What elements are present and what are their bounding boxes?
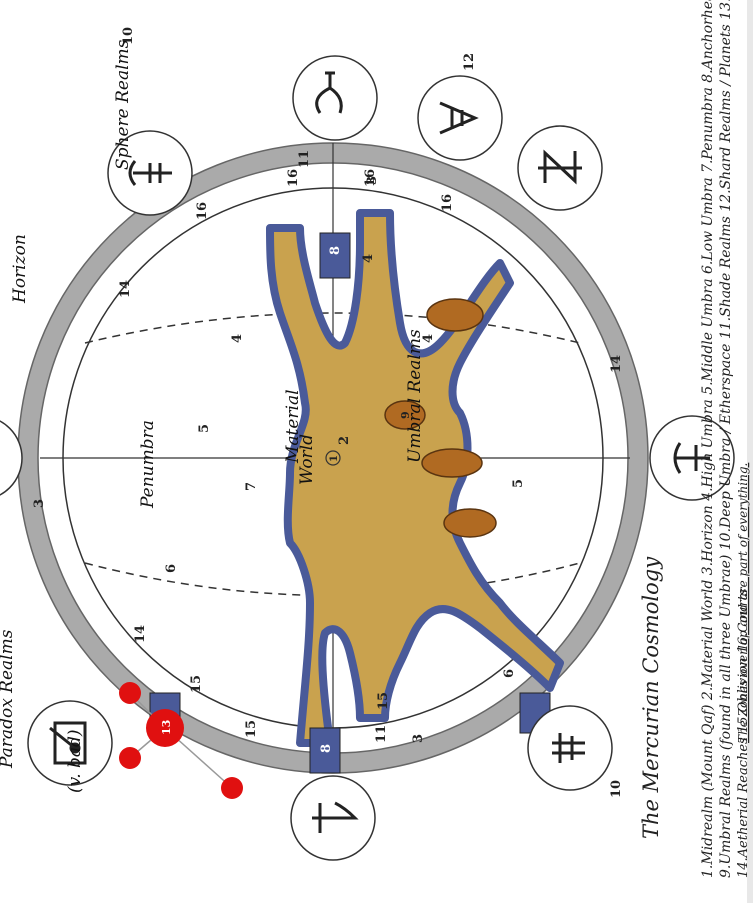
paradox-realms-text: Paradox Realms [0, 629, 17, 769]
paradox-realm-node [119, 747, 141, 769]
umbral-realm [444, 509, 496, 537]
courts-label: 16 [363, 169, 378, 187]
diagram-title: The Mercurian Cosmology [639, 556, 663, 839]
aetherial-reaches-label: 14 [609, 355, 624, 373]
horizon-label: 3 [411, 734, 426, 743]
sphere-realm-circle [293, 56, 377, 140]
high-umbra-label: 4 [230, 334, 245, 343]
low-umbra-label: 6 [502, 669, 517, 678]
anchorhead-number: 8 [319, 744, 334, 753]
horizon-text: Horizon [10, 234, 30, 304]
aetherial-reaches-label: 14 [118, 280, 133, 298]
oblivion-label: 15 [376, 692, 391, 710]
material-world-number: 2 [337, 436, 352, 445]
courts-label: 16 [440, 194, 455, 212]
anchorhead-number: 8 [328, 246, 343, 255]
sphere-realm-circle [418, 76, 502, 160]
paradox-realm-node [221, 777, 243, 799]
deep-umbra-label: 10 [609, 780, 624, 798]
legend-note: The Zones overlap and are part of everyt… [736, 463, 750, 743]
oblivion-label: 15 [244, 720, 259, 738]
shard-realms-label: 12 [462, 53, 477, 71]
penumbra-number: 7 [244, 482, 259, 491]
sphere-realms-label: Sphere Realms [113, 39, 133, 170]
paradox-realm-number: 13 [160, 720, 173, 735]
shade-realms-label: 11 [374, 725, 389, 743]
middle-umbra-label: 5 [197, 424, 212, 433]
umbral-realms-text: Umbral Realms [405, 329, 425, 463]
shade-realms-label: 11 [297, 150, 312, 168]
penumbra-text: Penumbra [138, 420, 158, 509]
legend-line-2: 9.Umbral Realms (found in all three Umbr… [718, 0, 734, 878]
v-bad-text: (v. bad) [65, 729, 85, 793]
oblivion-label: 15 [189, 675, 204, 693]
courts-label: 16 [286, 169, 301, 187]
paradox-realm-node [119, 682, 141, 704]
middle-umbra-label: 5 [511, 479, 526, 488]
low-umbra-label: 6 [164, 564, 179, 573]
sphere-realm-circle [528, 706, 612, 790]
high-umbra-label: 4 [361, 254, 376, 263]
umbral-realm [422, 449, 482, 477]
courts-label: 16 [195, 202, 210, 220]
midrealm-number: 1 [329, 455, 340, 462]
horizon-label: 3 [32, 499, 47, 508]
legend-line-1: 1.Midrealm (Mount Qaf) 2.Material World … [700, 0, 716, 878]
world-text: World [297, 434, 317, 485]
aetherial-reaches-label: 14 [133, 625, 148, 643]
umbral-realm [427, 299, 483, 331]
